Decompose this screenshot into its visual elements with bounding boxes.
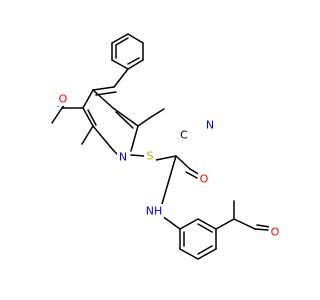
bonds-group: [51, 33, 271, 260]
atom-n-amide: NH: [144, 204, 164, 218]
bond-line: [115, 111, 134, 129]
bond-line: [155, 155, 177, 161]
atom-label-o-acetyl-right: O: [271, 226, 280, 239]
bond-line: [81, 125, 94, 145]
bond-line: [127, 57, 140, 65]
bond-line: [112, 107, 139, 127]
bond-line: [127, 33, 144, 44]
bond-line: [197, 245, 213, 255]
bond-line: [113, 68, 129, 88]
bond-line: [82, 89, 94, 109]
bond-line: [87, 109, 97, 126]
atom-o-acetyl-right: O: [269, 225, 281, 239]
bond-line: [254, 228, 269, 231]
bond-line: [130, 125, 139, 152]
atom-o-amide: O: [198, 172, 210, 186]
bond-line: [111, 59, 129, 70]
atom-label-n-amide: NH: [146, 205, 163, 218]
bond-line: [127, 59, 144, 70]
bond-line: [51, 107, 63, 124]
atom-n-cyano: N: [204, 118, 216, 132]
bond-line: [111, 33, 129, 44]
bond-line: [233, 218, 256, 230]
bond-line: [161, 215, 181, 230]
bond-line: [115, 37, 129, 46]
bond-line: [150, 108, 165, 118]
atom-c-cyano: C: [179, 128, 189, 142]
bond-line: [197, 223, 213, 233]
bond-line: [175, 155, 191, 170]
bond-line: [179, 218, 199, 230]
bond-line: [256, 224, 271, 228]
atom-label-c-cyano: C: [180, 129, 188, 142]
bond-line: [92, 125, 114, 151]
atom-label-s-thioether: S: [147, 150, 154, 163]
molecule-structure: N C O N S O NH O: [51, 33, 281, 260]
atom-s-thioether: S: [144, 149, 156, 163]
bond-line: [95, 91, 117, 96]
atom-o-acetyl-top: O: [57, 92, 69, 106]
bond-line: [92, 86, 115, 91]
bond-line: [197, 248, 217, 260]
bond-line: [185, 171, 198, 179]
atom-label-o-amide: O: [200, 173, 209, 186]
bond-line: [130, 154, 145, 157]
atom-label-n-pyridine: N: [119, 151, 127, 164]
bond-line: [197, 218, 217, 230]
atom-n-pyridine: N: [117, 150, 129, 164]
bond-line: [161, 155, 177, 205]
atom-labels-group: N C O N S O NH O: [57, 92, 281, 239]
bond-line: [137, 116, 152, 127]
bond-line: [82, 107, 94, 127]
bond-line: [215, 218, 235, 230]
bond-line: [92, 89, 114, 109]
atom-label-n-cyano: N: [206, 119, 214, 132]
bond-line: [179, 248, 199, 260]
atom-label-o-acetyl-top: O: [59, 93, 68, 106]
